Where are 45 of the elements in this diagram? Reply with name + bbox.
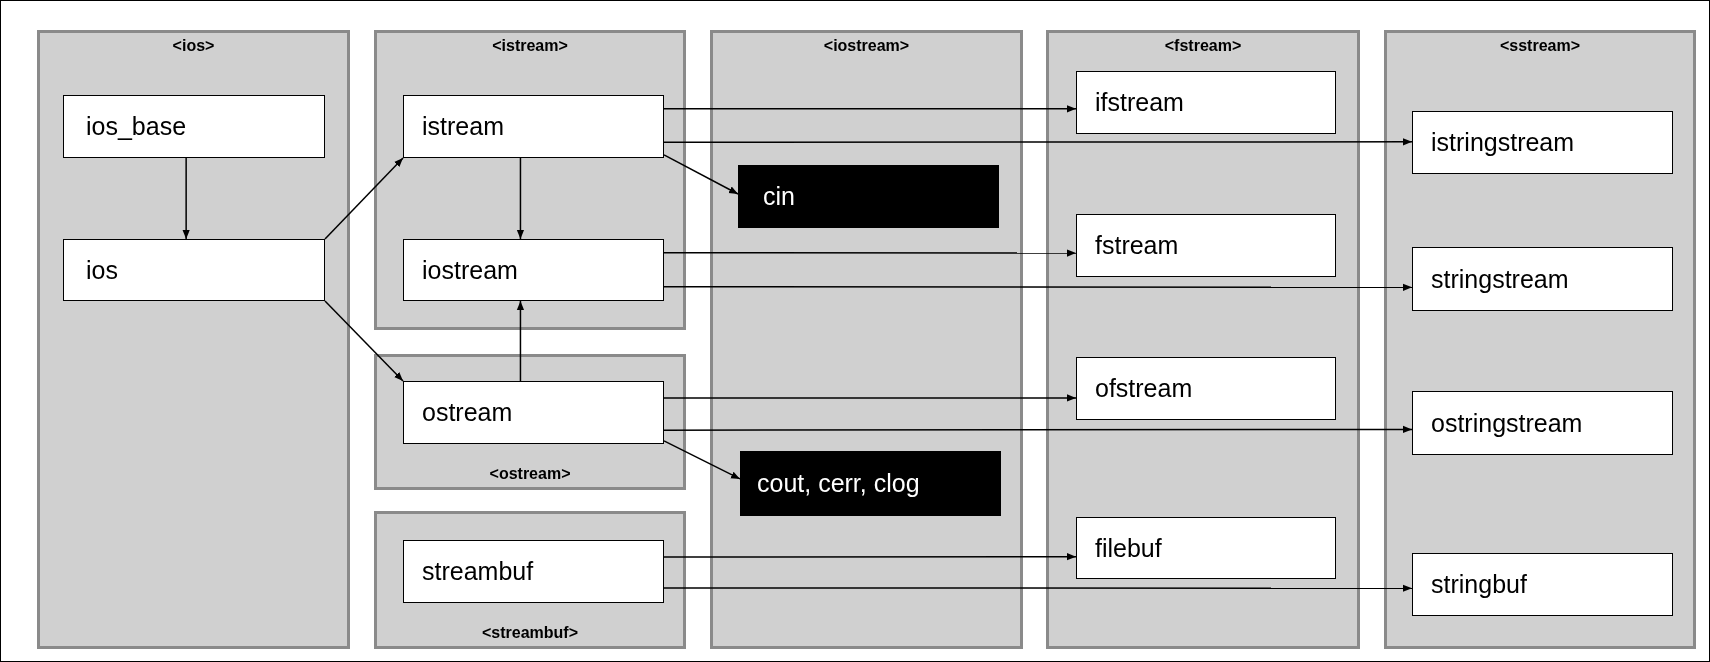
header-label: <istream> [491, 37, 569, 55]
class-box: istringstream [1412, 111, 1673, 174]
class-box: streambuf [403, 540, 664, 603]
class-box: fstream [1076, 214, 1336, 277]
arrow [663, 425, 1413, 433]
header-label: <iostream> [822, 37, 911, 55]
class-box: ostream [403, 381, 664, 444]
arrow [182, 157, 190, 240]
arrow [516, 157, 525, 240]
header-panel [1046, 30, 1360, 649]
object-box: cin [738, 165, 999, 228]
header-label: <sstream> [1498, 37, 1582, 55]
object-box: cout, cerr, clog [740, 451, 1001, 516]
arrow [663, 584, 1413, 592]
class-box: ios [63, 239, 325, 301]
arrow [663, 394, 1077, 402]
header-panel [374, 30, 686, 330]
header-label: <ios> [171, 37, 216, 55]
header-label: <streambuf> [480, 624, 579, 642]
class-box: ofstream [1076, 357, 1336, 420]
arrow [663, 440, 741, 480]
header-label: <ostream> [488, 465, 572, 483]
arrow [663, 154, 739, 195]
arrow [663, 138, 1413, 146]
class-box: iostream [403, 239, 664, 301]
class-box: stringbuf [1412, 553, 1673, 616]
header-panel [374, 511, 686, 649]
header-panel [374, 354, 686, 490]
header-panel [1384, 30, 1696, 649]
arrow [663, 283, 1413, 291]
class-box: ios_base [63, 95, 325, 158]
header-panel [37, 30, 350, 649]
arrow [663, 105, 1077, 113]
class-box: ostringstream [1412, 391, 1673, 455]
arrow [324, 157, 404, 240]
arrow [663, 249, 1077, 257]
arrow [516, 300, 525, 382]
header-label: <fstream> [1163, 37, 1243, 55]
class-box: filebuf [1076, 517, 1336, 579]
header-panel [710, 30, 1023, 649]
arrow [324, 300, 404, 382]
class-box: stringstream [1412, 247, 1673, 311]
class-box: istream [403, 95, 664, 158]
class-box: ifstream [1076, 71, 1336, 134]
arrow [663, 553, 1077, 561]
